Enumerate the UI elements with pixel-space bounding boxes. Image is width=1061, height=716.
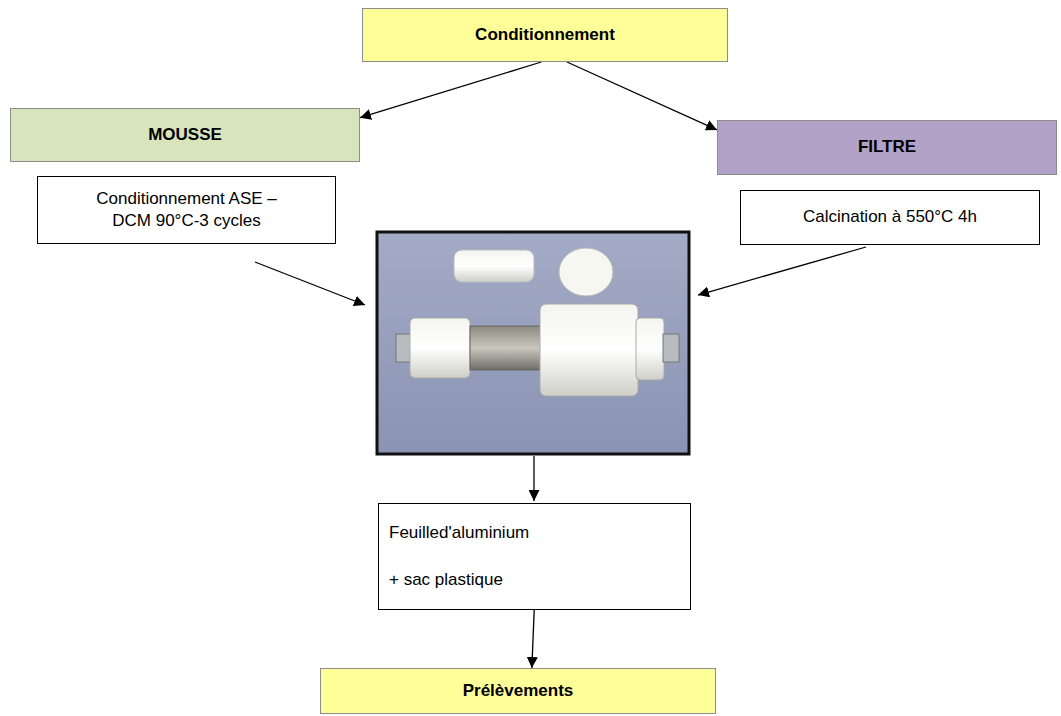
flow-arrow xyxy=(532,610,534,668)
arrow-to-photo xyxy=(698,247,866,295)
process-box: Conditionnement ASE – DCM 90°C-3 cycles xyxy=(37,176,336,244)
flow-arrow xyxy=(567,62,717,130)
step-box: Conditionnement xyxy=(362,8,728,62)
sampler-photo xyxy=(377,232,689,454)
category-box: FILTRE xyxy=(717,120,1057,175)
process-box: Calcination à 550°C 4h xyxy=(740,190,1040,245)
box-title: Conditionnement xyxy=(373,24,717,46)
arrow-to-photo xyxy=(255,262,365,305)
flow-arrow xyxy=(360,62,541,118)
box-title: MOUSSE xyxy=(21,124,349,146)
box-text: Feuilled'aluminium xyxy=(389,522,680,544)
box-text: + sac plastique xyxy=(389,569,680,591)
step-box: Prélèvements xyxy=(320,668,716,714)
box-text: Calcination à 550°C 4h xyxy=(751,206,1029,228)
process-box: Feuilled'aluminium + sac plastique xyxy=(378,503,691,610)
box-text: Conditionnement ASE – DCM 90°C-3 cycles xyxy=(82,188,291,232)
arrow-from-photo xyxy=(533,456,534,501)
box-title: FILTRE xyxy=(728,136,1046,158)
category-box: MOUSSE xyxy=(10,108,360,162)
box-title: Prélèvements xyxy=(331,680,705,702)
